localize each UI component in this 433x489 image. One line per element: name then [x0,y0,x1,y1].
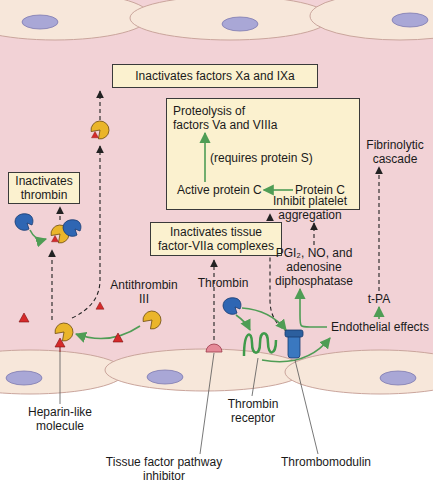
node-text: Inactivates thrombin [12,174,76,202]
thrombomodulin-symbol [288,334,300,358]
enzyme-text: Active protein C [177,183,262,197]
effect-arrow [313,223,314,245]
nucleus [380,371,416,385]
thrombin-symbol [63,220,81,237]
leader-lines [60,352,318,454]
antithrombin-symbol [91,121,109,139]
result-box: Inactivates tissue factor-VIIa complexes [150,222,282,256]
effect-text: Endothelial effects [328,320,432,334]
dashed-arrow [51,250,52,320]
part-label: Thrombin [195,276,251,290]
leader-line [295,360,318,454]
binding-arrow [30,230,46,240]
heparin-symbol [96,302,104,309]
endothelial-cell [105,349,305,391]
part-label: Heparin-like molecule [18,405,102,433]
effect-text: Fibrinolytic cascade [358,138,432,166]
leader-line [252,358,258,396]
heparin-symbol [52,236,59,242]
binding-arrow [76,326,140,339]
part-label: Antithrombin III [108,278,180,306]
node-text: Inactivates tissue factor-VIIa complexes [154,225,278,253]
thrombin-symbol [15,214,33,231]
nucleus [392,13,428,27]
mediator-text: PGI₂, NO, and adenosine diphosphatase [266,246,362,288]
vessel-lumen [0,0,433,372]
dashed-arrow [59,207,60,220]
heparin-symbol [92,132,99,138]
result-box: Inactivates thrombin [8,172,80,204]
pathway-arrow [300,289,327,327]
endothelial-cell [310,0,433,40]
endothelial-cells [0,0,433,394]
part-label: Thrombin receptor [222,397,284,425]
endothelial-cell [130,0,330,40]
node-text: Inhibit platelet aggregation [260,194,360,222]
part-label: Tissue factor pathway inhibitor [100,455,228,483]
nucleus [147,370,183,384]
antithrombin-symbol [143,311,161,329]
thrombin-symbol [223,298,241,315]
mediator-text: t-PA [364,292,394,306]
node-text: Proteolysis of factors Va and VIIIa [173,104,282,132]
edge-label: (requires protein S) [210,151,313,165]
nucleus [222,17,258,31]
nucleus [6,371,42,385]
pathway-arrow [204,133,206,182]
endothelial-cell [0,0,150,40]
node-text: Active protein C [177,183,262,197]
nucleus [22,15,58,29]
heparin-symbol [19,313,29,322]
node-text: PGI₂, NO, and adenosine diphosphatase [266,246,362,288]
result-box: Inactivates factors Xa and IXa [112,64,318,88]
node-text: Endothelial effects [328,320,432,334]
binding-arrow [242,308,286,330]
node-text: t-PA [364,292,394,306]
dashed-arrow [99,91,100,120]
leader-line [200,353,214,454]
node-text: Inactivates factors Xa and IXa [135,69,294,83]
node-text: Fibrinolytic cascade [358,138,432,166]
effect-text: Inhibit platelet aggregation [260,194,360,222]
thrombomodulin-symbol [285,330,303,337]
leader-line [60,352,61,404]
pathway-arrow [264,189,293,191]
part-label: Thrombomodulin [278,455,374,469]
antithrombin-symbol [55,323,73,341]
dashed-arrow [213,260,214,340]
pathway-arrow [378,307,380,319]
heparin-symbol [113,333,123,342]
tfpi-symbol [206,344,222,352]
thrombin-receptor-symbol [244,333,276,356]
effect-arrow [378,167,379,291]
binding-arrow [236,315,250,330]
